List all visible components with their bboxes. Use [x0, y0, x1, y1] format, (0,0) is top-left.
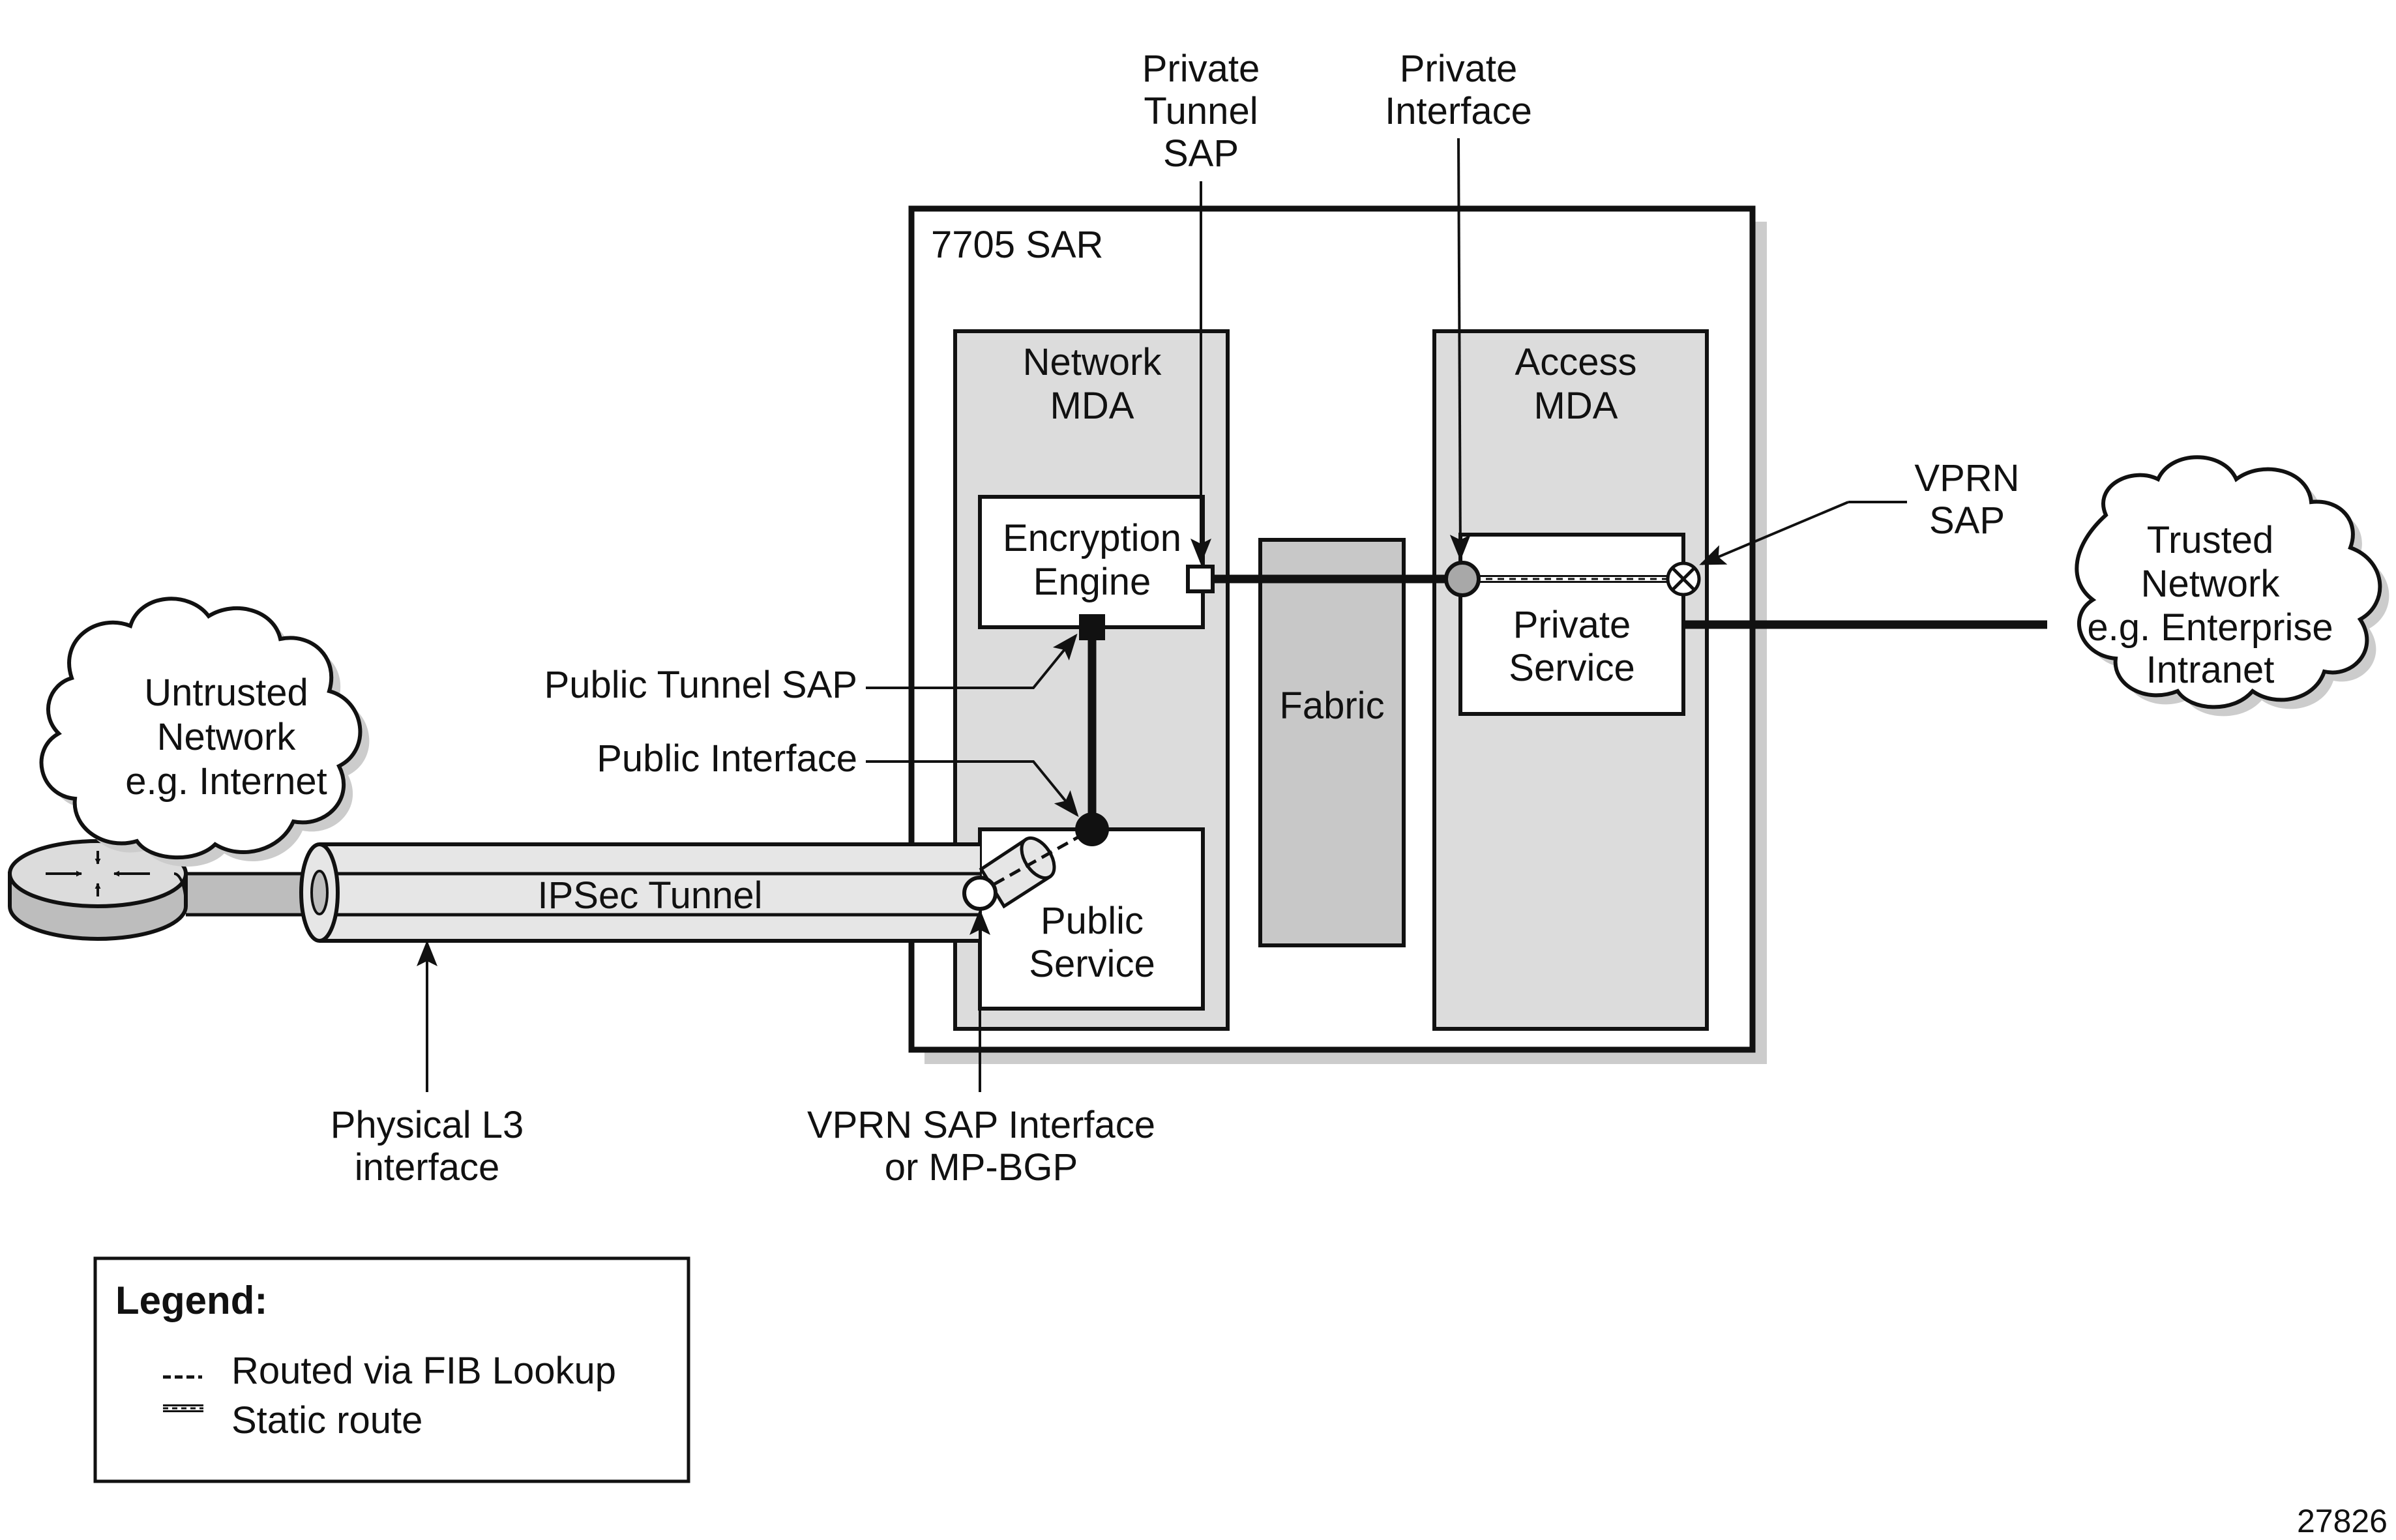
public-tunnel-sap-node [1079, 614, 1105, 640]
chassis-label: 7705 SAR [931, 224, 1103, 266]
encryption-engine-label-2: Engine [1033, 561, 1151, 603]
trusted-label-2: Network [2141, 563, 2281, 605]
vprn-sap-interface-node [962, 876, 998, 911]
untrusted-label-2: Network [157, 716, 297, 758]
vprn-sap-node [1666, 561, 1701, 597]
public-service: Public Service [978, 827, 1205, 1011]
untrusted-label-1: Untrusted [144, 672, 308, 714]
callout-vprn-sap: VPRN SAP [1699, 457, 2020, 565]
private-tunnel-sap-label-2: Tunnel [1144, 90, 1258, 132]
private-service-label-2: Service [1509, 647, 1634, 689]
legend-item-2-label: Static route [231, 1399, 422, 1442]
legend-title: Legend: [115, 1279, 267, 1322]
network-mda-label-1: Network [1023, 341, 1162, 383]
callout-vprn-sap-interface: VPRN SAP Interface or MP-BGP [807, 909, 1155, 1189]
access-mda-label-2: MDA [1534, 385, 1618, 427]
legend: Legend: Routed via FIB Lookup Static rou… [93, 1256, 690, 1483]
encryption-engine: Encryption Engine [978, 495, 1205, 629]
private-tunnel-sap-label-3: SAP [1163, 132, 1239, 175]
trusted-label-1: Trusted [2147, 519, 2273, 561]
callout-public-tunnel-sap: Public Tunnel SAP [544, 633, 1078, 706]
legend-box [93, 1256, 690, 1483]
private-service: Private Service [1458, 533, 1685, 716]
private-service-label-1: Private [1513, 604, 1631, 646]
private-interface-label-1: Private [1400, 48, 1518, 90]
physical-l3-label-1: Physical L3 [331, 1104, 524, 1146]
untrusted-label-3: e.g. Internet [125, 760, 327, 803]
encryption-engine-label-1: Encryption [1003, 517, 1181, 559]
vprn-sap-interface-label-2: or MP-BGP [885, 1146, 1078, 1189]
public-service-label-1: Public [1041, 900, 1144, 942]
network-mda-label-2: MDA [1050, 385, 1134, 427]
callout-public-interface: Public Interface [597, 737, 1079, 818]
private-interface-node [1444, 561, 1481, 597]
ipsec-tunnel-label: IPSec Tunnel [538, 874, 763, 917]
fabric: Fabric [1258, 538, 1406, 947]
trusted-label-4: Intranet [2146, 649, 2275, 691]
private-interface-label-2: Interface [1385, 90, 1532, 132]
fib-routed-line [977, 827, 1093, 895]
callout-private-interface: Private Interface [1385, 48, 1532, 561]
physical-l3-label-2: interface [355, 1146, 499, 1189]
private-service-box [1458, 533, 1685, 716]
private-tunnel-sap-label-1: Private [1142, 48, 1260, 90]
trusted-label-3: e.g. Enterprise [2087, 606, 2333, 649]
callout-physical-l3: Physical L3 interface [331, 940, 524, 1189]
public-tunnel-sap-label: Public Tunnel SAP [544, 664, 857, 706]
figure-id: 27826 [2297, 1503, 2388, 1539]
trusted-network-cloud: Trusted Network e.g. Enterprise Intranet [2075, 455, 2389, 717]
public-interface-node [1075, 812, 1109, 846]
public-interface-label: Public Interface [597, 737, 857, 780]
public-tunnel-sap-pointer [866, 633, 1078, 689]
fabric-box [1258, 538, 1406, 947]
public-service-label-2: Service [1029, 943, 1155, 985]
legend-item-1-label: Routed via FIB Lookup [231, 1350, 616, 1392]
vprn-sap-interface-label-1: VPRN SAP Interface [807, 1104, 1155, 1146]
private-tunnel-sap-node [1186, 565, 1215, 593]
public-entry-tube [977, 827, 1093, 909]
vprn-sap-pointer [1699, 501, 1849, 565]
fabric-label: Fabric [1279, 685, 1384, 727]
public-interface-pointer [866, 760, 1079, 818]
untrusted-network-cloud: Untrusted Network e.g. Internet [39, 597, 370, 867]
private-interface-pointer [1449, 138, 1471, 561]
access-mda-label-1: Access [1515, 341, 1637, 383]
vprn-sap-label-2: SAP [1929, 499, 2005, 542]
router-icon [8, 839, 188, 941]
encryption-engine-box [978, 495, 1205, 629]
vprn-sap-label-1: VPRN [1914, 457, 2019, 499]
ipsec-tunnel: IPSec Tunnel [186, 842, 980, 943]
callout-private-tunnel-sap: Private Tunnel SAP [1142, 48, 1260, 565]
